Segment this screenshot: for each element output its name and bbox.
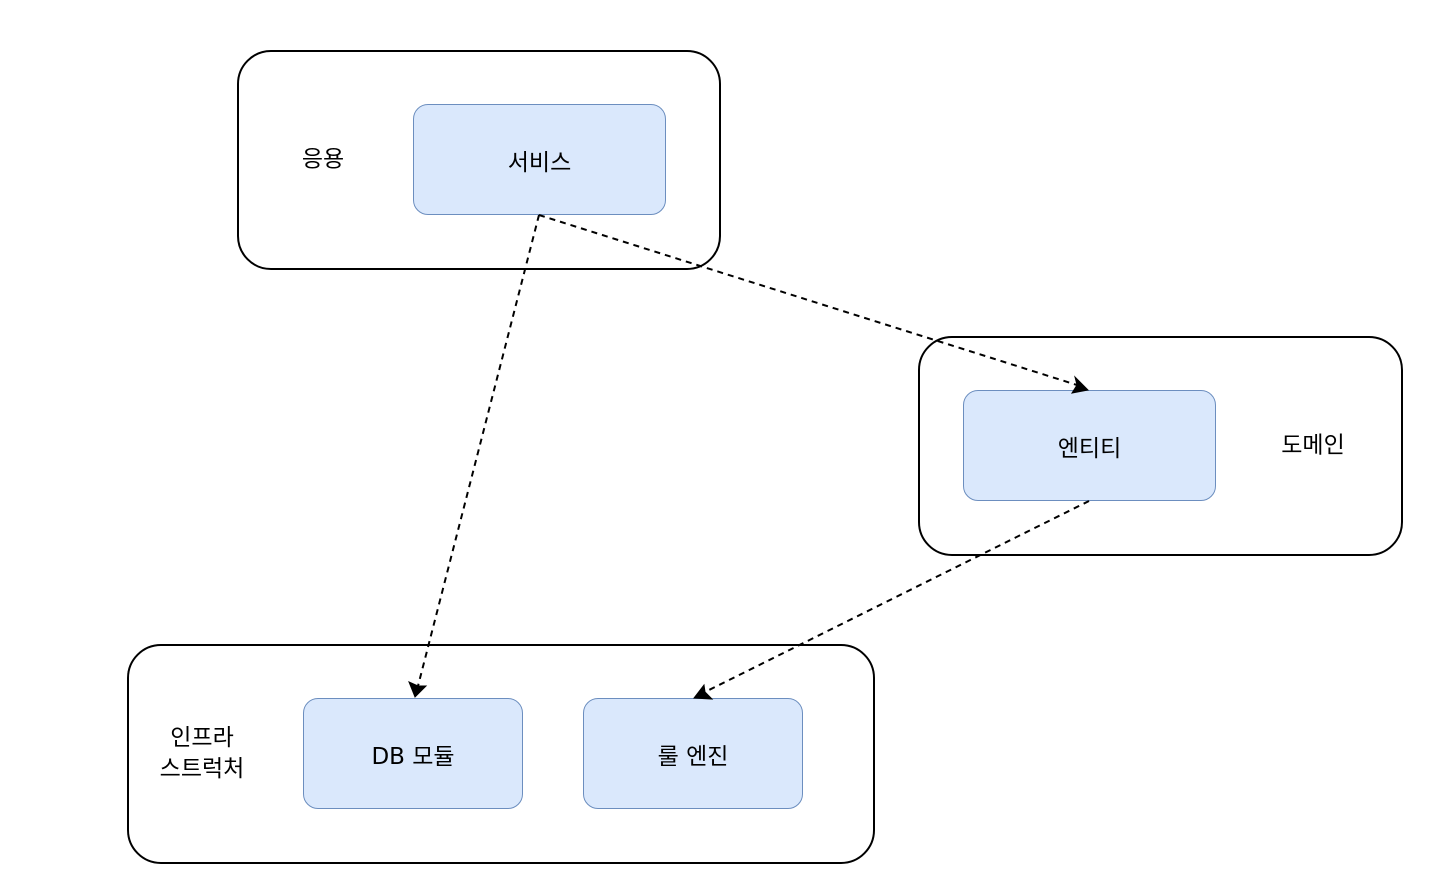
entity-node[interactable]: 엔티티 (963, 390, 1216, 501)
rule-engine-node[interactable]: 룰 엔진 (583, 698, 803, 809)
db-module-node[interactable]: DB 모듈 (303, 698, 523, 809)
infrastructure-layer-label: 인프라 스트럭처 (159, 725, 245, 782)
domain-layer-label: 도메인 (1281, 432, 1345, 459)
edge-service-to-db-module (408, 214, 540, 698)
application-layer-label: 응용 (301, 146, 345, 173)
service-node[interactable]: 서비스 (413, 104, 666, 215)
